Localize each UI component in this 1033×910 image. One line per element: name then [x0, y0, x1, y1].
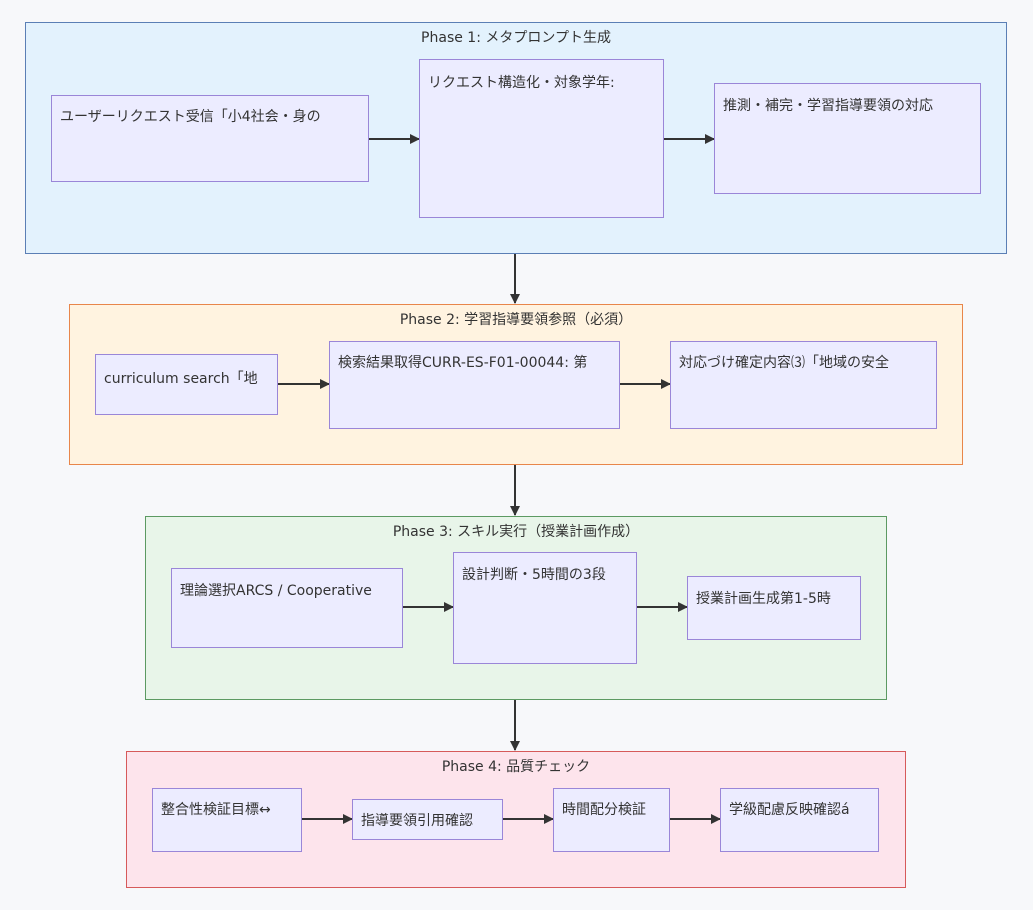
node-p3-lesson-plan-generation[interactable]: 授業計画生成第1-5時	[687, 576, 861, 640]
node-label: 学級配慮反映確認á	[729, 802, 850, 818]
node-label: 推測・補完・学習指導要領の対応	[723, 98, 933, 114]
node-p1-request-received[interactable]: ユーザーリクエスト受信「小4社会・身の	[51, 95, 369, 182]
phase-2-title: Phase 2: 学習指導要領参照（必須）	[399, 312, 633, 328]
phase-1-title: Phase 1: メタプロンプト生成	[421, 30, 611, 46]
node-label: 整合性検証目標↔	[161, 802, 271, 818]
node-p2-search-result[interactable]: 検索結果取得CURR-ES-F01-00044: 第	[329, 341, 620, 429]
node-p4-class-consideration-check[interactable]: 学級配慮反映確認á	[720, 788, 879, 852]
node-label: curriculum search「地	[104, 371, 258, 387]
node-label: 対応づけ確定内容⑶「地域の安全	[679, 355, 889, 371]
node-label: 指導要領引用確認	[361, 813, 473, 829]
node-p1-inference-completion[interactable]: 推測・補完・学習指導要領の対応	[714, 83, 981, 194]
node-p3-design-decision[interactable]: 設計判断・5時間の3段	[453, 552, 637, 664]
node-label: リクエスト構造化・対象学年:	[428, 75, 615, 91]
node-label: ユーザーリクエスト受信「小4社会・身の	[60, 109, 321, 125]
node-label: 時間配分検証	[562, 802, 646, 818]
node-label: 検索結果取得CURR-ES-F01-00044: 第	[338, 355, 588, 371]
node-p4-citation-check[interactable]: 指導要領引用確認	[352, 799, 503, 840]
node-p1-request-structuring[interactable]: リクエスト構造化・対象学年:	[419, 59, 664, 218]
phase-3-title: Phase 3: スキル実行（授業計画作成）	[392, 524, 640, 540]
node-p2-mapping-confirmed[interactable]: 対応づけ確定内容⑶「地域の安全	[670, 341, 937, 429]
node-label: 理論選択ARCS / Cooperative	[180, 583, 372, 599]
node-p2-curriculum-search[interactable]: curriculum search「地	[95, 354, 278, 415]
node-label: 設計判断・5時間の3段	[462, 567, 606, 583]
node-p4-consistency-check[interactable]: 整合性検証目標↔	[152, 788, 302, 852]
node-p4-time-allocation-check[interactable]: 時間配分検証	[553, 788, 670, 852]
node-p3-theory-selection[interactable]: 理論選択ARCS / Cooperative	[171, 568, 403, 648]
node-label: 授業計画生成第1-5時	[696, 591, 831, 607]
phase-4-title: Phase 4: 品質チェック	[441, 759, 591, 775]
